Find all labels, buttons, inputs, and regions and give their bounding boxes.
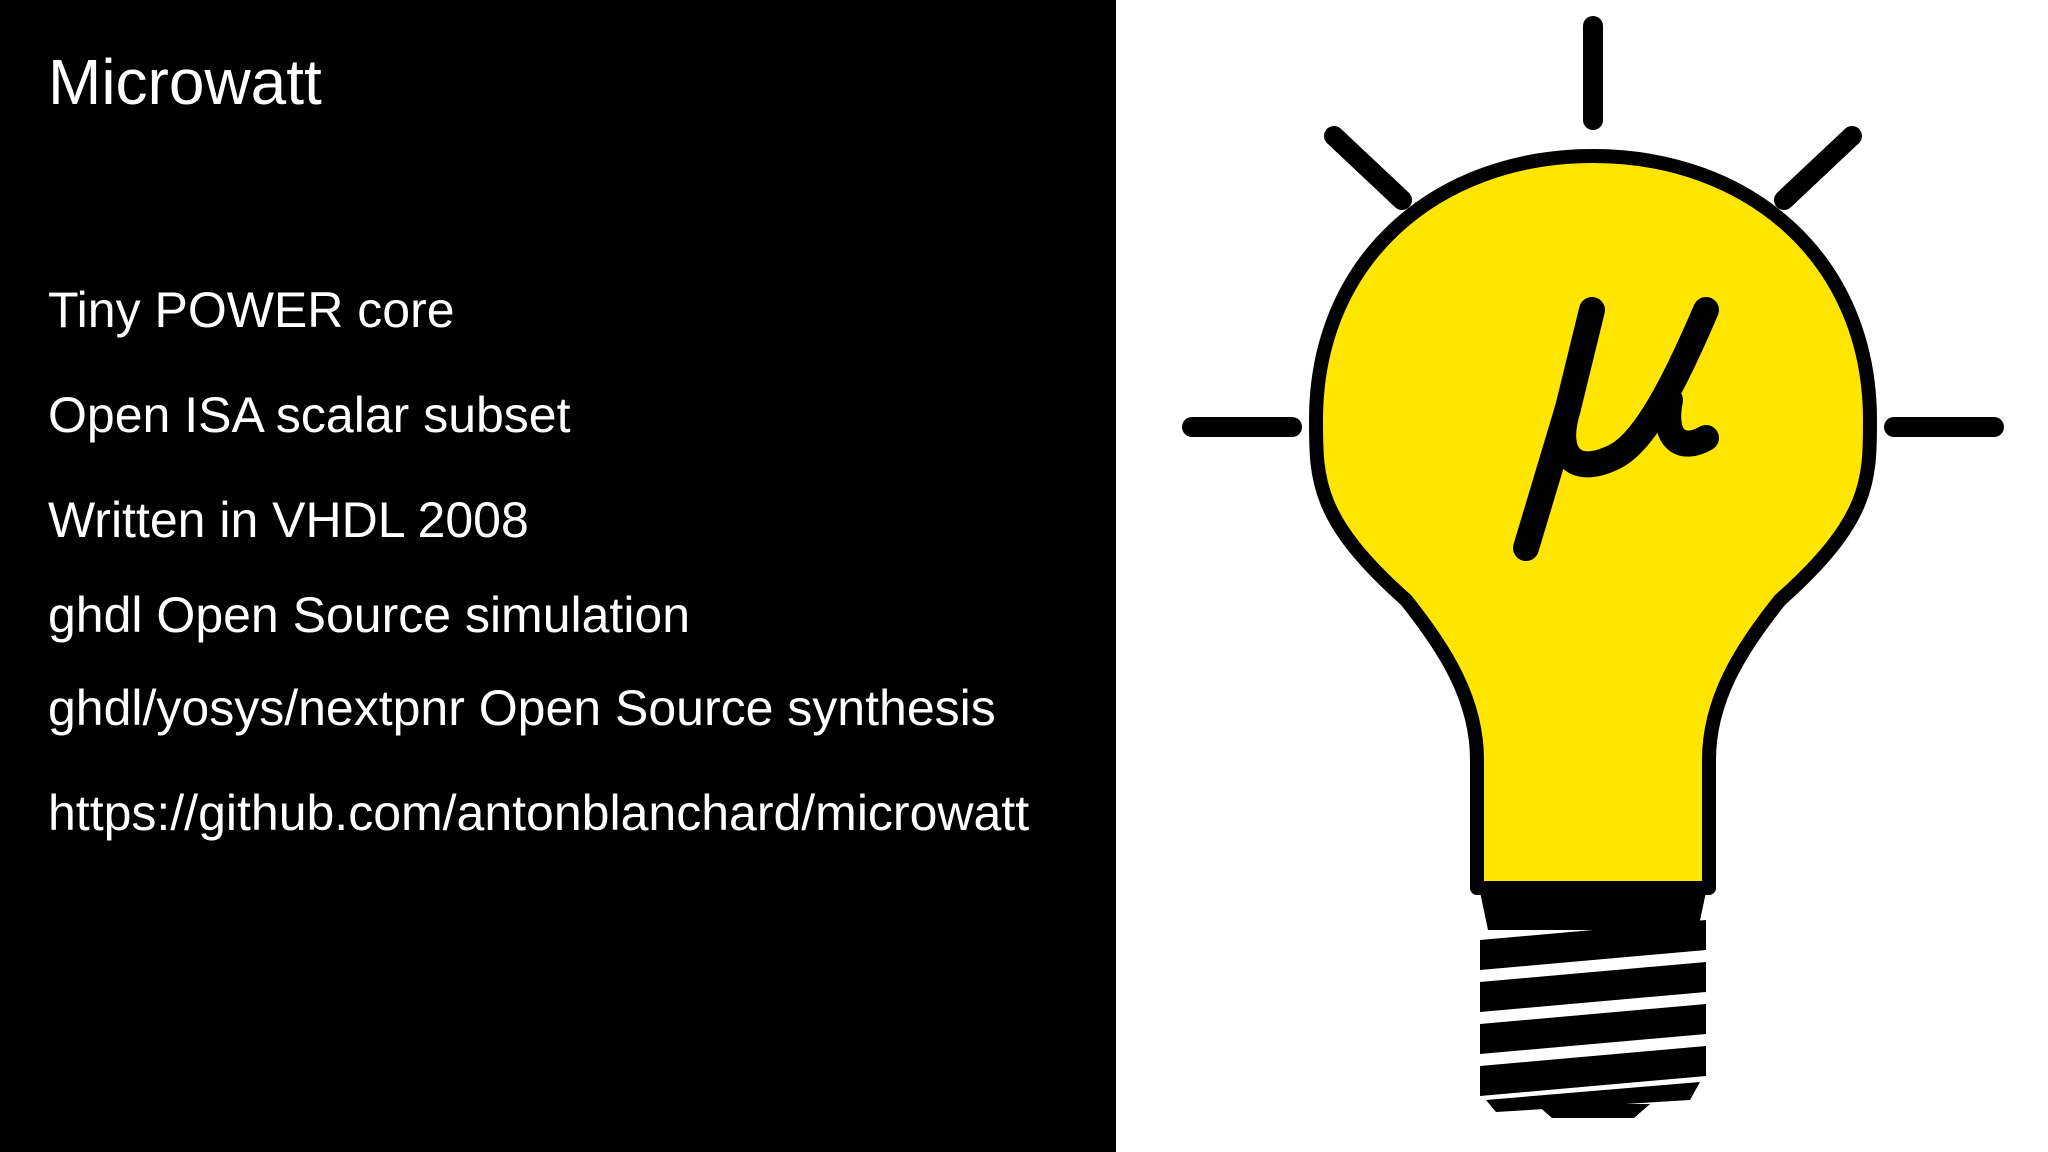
mu-bowl xyxy=(1550,297,1719,478)
bulb-glass xyxy=(1309,149,1877,895)
bulb-base xyxy=(1480,892,1706,1118)
logo-panel xyxy=(1116,0,2048,1152)
base-thread xyxy=(1480,920,1706,970)
bullet-item: Written in VHDL 2008 xyxy=(48,492,529,548)
mu-tail xyxy=(1655,387,1719,457)
ray-upper-left xyxy=(1324,126,1412,210)
base-collar xyxy=(1480,892,1706,930)
light-rays xyxy=(1182,16,2004,437)
base-tip xyxy=(1536,1104,1650,1118)
bullet-item: ghdl Open Source simulation xyxy=(48,587,691,643)
base-thread xyxy=(1480,962,1706,1012)
lightbulb-mu-icon xyxy=(1182,16,2004,1118)
base-thread xyxy=(1480,1004,1706,1054)
bullet-item: ghdl/yosys/nextpnr Open Source synthesis xyxy=(48,680,996,736)
bullet-item: https://github.com/antonblanchard/microw… xyxy=(48,785,1030,841)
bullet-item: Open ISA scalar subset xyxy=(48,387,571,443)
mu-glyph xyxy=(1513,297,1719,561)
base-thread xyxy=(1480,1046,1706,1096)
bullet-item: Tiny POWER core xyxy=(48,282,455,338)
slide-title: Microwatt xyxy=(48,46,322,118)
text-panel: Microwatt Tiny POWER core Open ISA scala… xyxy=(0,0,1116,1152)
ray-upper-right xyxy=(1774,126,1862,210)
